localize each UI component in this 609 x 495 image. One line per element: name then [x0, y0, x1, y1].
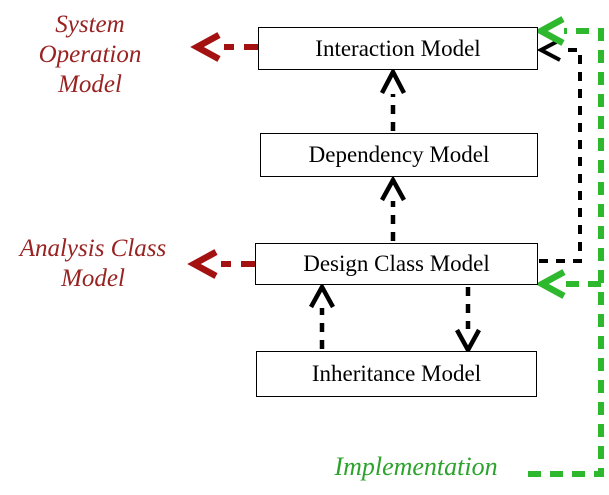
arrowhead-left-icon: [536, 38, 561, 62]
label-line: Model: [58, 71, 122, 98]
inheritance-model-box: Inheritance Model: [256, 351, 537, 397]
arrowhead-down-icon: [455, 328, 481, 355]
black-dashed-arrow-design-to-dependency: [380, 175, 406, 241]
arrowhead-up-icon: [380, 175, 406, 202]
interaction-model-box: Interaction Model: [258, 27, 538, 70]
arrow-shaft: [539, 48, 582, 263]
arrowhead-left-icon: [187, 249, 218, 279]
arrowhead-left-icon: [534, 16, 565, 46]
arrowhead-left-icon: [535, 269, 566, 299]
black-dashed-arrow-design-to-inheritance: [455, 287, 481, 355]
green-dashed-arrow-implementation-to-interaction: [528, 16, 604, 477]
label-line: System: [55, 11, 125, 38]
red-dashed-arrow-design-to-analysis-class: [187, 249, 255, 279]
inheritance-model-label: Inheritance Model: [311, 361, 482, 386]
system-operation-model-label: System Operation Model: [16, 10, 164, 100]
dependency-model-box: Dependency Model: [260, 133, 538, 177]
interaction-model-label: Interaction Model: [315, 35, 481, 61]
arrowhead-up-icon: [309, 282, 335, 309]
analysis-class-model-label: Analysis Class Model: [10, 234, 176, 294]
dependency-model-label: Dependency Model: [308, 142, 490, 167]
label-line: Analysis Class: [19, 235, 167, 262]
red-dashed-arrow-interaction-to-system-operation: [190, 32, 258, 62]
arrowhead-up-icon: [380, 67, 406, 95]
label-line: Operation: [38, 41, 142, 68]
green-dashed-arrow-implementation-to-design: [535, 269, 601, 299]
black-dashed-arrow-inheritance-to-design: [309, 282, 335, 349]
implementation-label: Implementation: [326, 452, 506, 482]
arrowhead-left-icon: [190, 32, 221, 62]
arrow-shaft: [528, 28, 604, 477]
design-class-model-box: Design Class Model: [255, 243, 538, 285]
label-line: Model: [61, 265, 125, 292]
design-class-model-label: Design Class Model: [303, 251, 490, 276]
label-line: Implementation: [334, 452, 498, 481]
black-dashed-arrow-design-to-interaction-right: [536, 38, 582, 263]
black-dashed-arrow-dependency-to-interaction: [380, 67, 406, 131]
